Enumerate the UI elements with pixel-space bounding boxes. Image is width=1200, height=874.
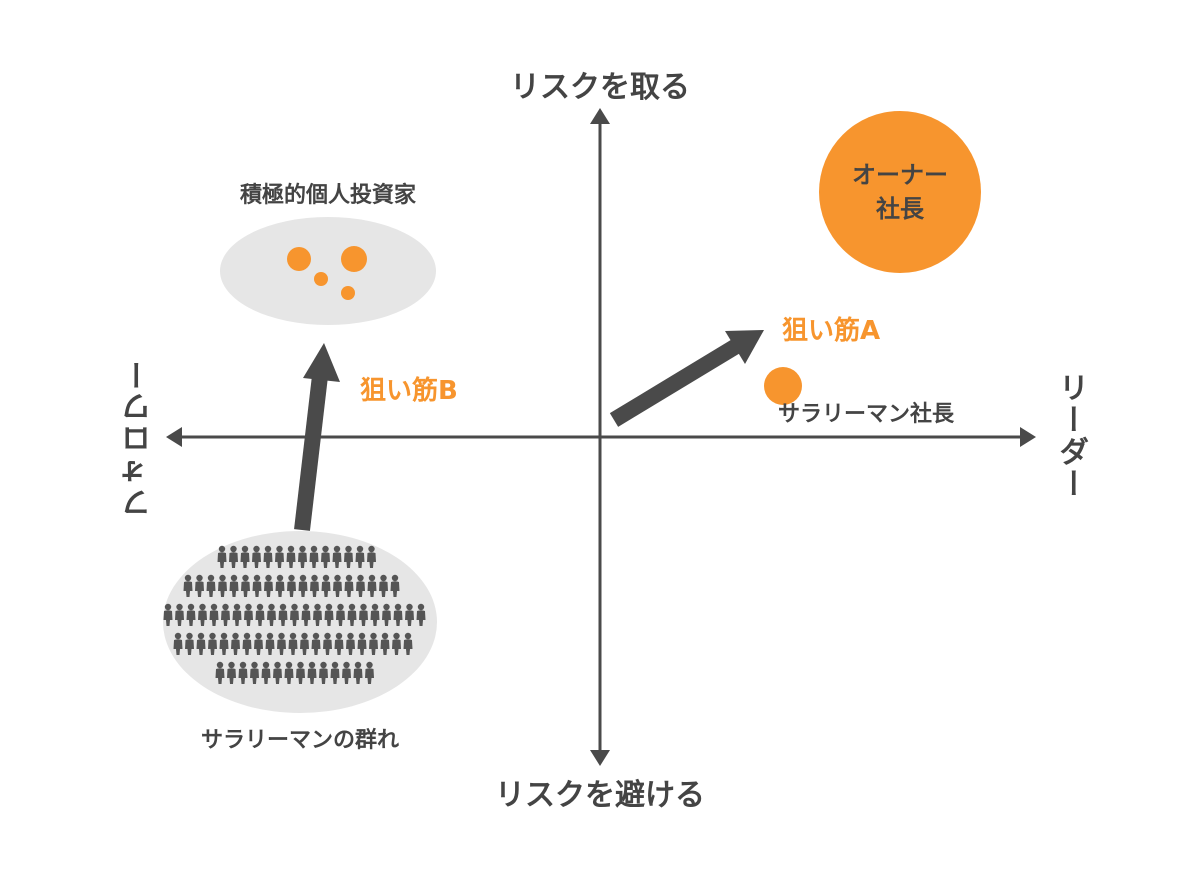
axis-arrow-left-icon xyxy=(166,427,182,447)
axis-arrow-up-icon xyxy=(590,108,610,124)
path-a-arrow xyxy=(609,330,764,427)
owner-label-line2: 社長 xyxy=(876,195,924,223)
axis-arrow-right-icon xyxy=(1020,427,1036,447)
salaryman-crowd-label: サラリーマンの群れ xyxy=(200,728,400,753)
path-b-arrow xyxy=(294,343,340,531)
salaryman-president-label: サラリーマン社長 xyxy=(778,402,955,427)
axis-label-left: フォロワー xyxy=(122,358,157,518)
path-b-label: 狙い筋B xyxy=(360,376,458,406)
investor-dot xyxy=(287,247,311,271)
investor-dot xyxy=(314,272,328,286)
axis-label-top: リスクを取る xyxy=(510,70,690,105)
axis-label-bottom: リスクを避ける xyxy=(495,778,705,813)
owner-label-line1: オーナー xyxy=(852,161,948,189)
axis-label-right: リーダー xyxy=(1053,372,1088,500)
investors-ellipse xyxy=(220,217,436,325)
investor-dot xyxy=(341,246,367,272)
path-a-label: 狙い筋A xyxy=(782,316,881,346)
investors-label: 積極的個人投資家 xyxy=(239,183,417,208)
axis-arrow-down-icon xyxy=(590,750,610,766)
owner-president-circle xyxy=(819,111,981,273)
salaryman-president-dot xyxy=(764,367,802,405)
investor-dot xyxy=(341,286,355,300)
owner-president-label: オーナー 社長 xyxy=(820,158,980,226)
